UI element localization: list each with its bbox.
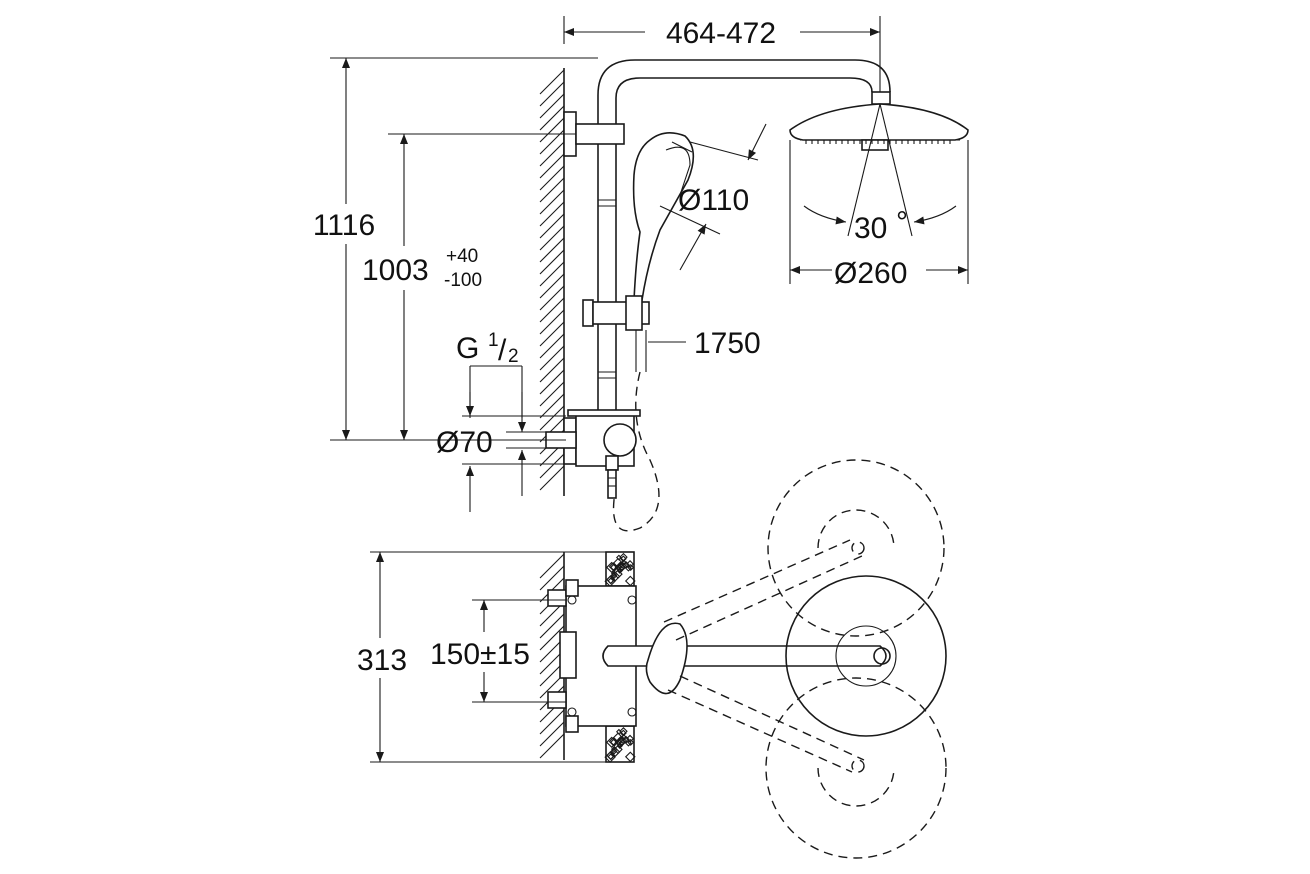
head-shower-top-view bbox=[785, 575, 947, 737]
hatch-line bbox=[539, 721, 565, 747]
side-view: 464-472 1116 1003 +40 -100 Ø110 bbox=[304, 16, 969, 532]
hatch-line bbox=[539, 381, 565, 407]
dim-spray-angle bbox=[803, 103, 957, 237]
stone-mark bbox=[624, 575, 636, 587]
shower-slider bbox=[582, 295, 650, 372]
hatch-line bbox=[539, 165, 565, 191]
dim-rail-tol-plus: +40 bbox=[446, 246, 478, 267]
stone-mark bbox=[609, 746, 621, 758]
swing-position-upper bbox=[663, 459, 945, 641]
dim-thread bbox=[466, 365, 526, 432]
stone-mark bbox=[609, 571, 621, 582]
dim-label-width-span: 464-472 bbox=[666, 17, 776, 50]
dim-label-rail-height: 1003 bbox=[362, 254, 429, 287]
dim-head-shower bbox=[789, 140, 969, 284]
stone-mark bbox=[625, 734, 635, 743]
hatch-line bbox=[539, 297, 565, 323]
stone-mark bbox=[613, 569, 623, 579]
dim-label-spray-angle: 30 bbox=[854, 212, 887, 245]
dim-flange bbox=[462, 415, 566, 512]
hatch-line bbox=[539, 225, 565, 251]
hatch-line bbox=[539, 709, 565, 735]
stone-mark bbox=[615, 738, 623, 746]
hatch-line bbox=[539, 81, 565, 107]
hatch-line bbox=[539, 201, 565, 227]
hatch-line bbox=[539, 249, 565, 275]
tile-block-bottom bbox=[604, 725, 636, 763]
dim-label-hand-shower: Ø110 bbox=[678, 184, 749, 217]
dim-width-span bbox=[563, 16, 881, 92]
head-shower bbox=[789, 91, 969, 151]
stone-mark bbox=[625, 560, 635, 569]
hatch-line bbox=[539, 465, 565, 491]
hatch-line bbox=[539, 393, 565, 419]
stone-mark bbox=[607, 753, 615, 761]
dim-thread-slash: / bbox=[498, 334, 507, 367]
riser-pipe bbox=[597, 59, 891, 412]
dim-rail-tol-minus: -100 bbox=[444, 270, 482, 291]
dim-thread-num: 1 bbox=[488, 330, 499, 351]
hatch-line bbox=[539, 733, 565, 759]
top-view: 313 150±15 bbox=[350, 459, 947, 859]
stone-mark bbox=[622, 561, 630, 569]
hatch-line bbox=[539, 357, 565, 383]
stone-mark bbox=[622, 735, 630, 744]
hatch-line bbox=[539, 613, 565, 639]
dim-total-height bbox=[330, 57, 598, 441]
stone-mark bbox=[624, 564, 632, 572]
stone-mark bbox=[619, 552, 628, 562]
stone-mark bbox=[624, 739, 632, 747]
hatch-line bbox=[539, 141, 565, 167]
stone-mark bbox=[607, 577, 615, 585]
hatch-line bbox=[539, 93, 565, 119]
hatch-line bbox=[539, 117, 565, 143]
hatch-line bbox=[539, 69, 565, 95]
hatch-line bbox=[539, 177, 565, 203]
hatch-line bbox=[539, 345, 565, 371]
hatch-line bbox=[539, 333, 565, 359]
hatch-line bbox=[539, 213, 565, 239]
hatch-line bbox=[539, 405, 565, 431]
dim-label-total-height: 1116 bbox=[313, 209, 375, 242]
dim-label-head-shower: Ø260 bbox=[834, 257, 907, 290]
hatch-line bbox=[539, 285, 565, 311]
stone-mark bbox=[615, 554, 622, 561]
stone-mark bbox=[613, 744, 623, 755]
stone-mark bbox=[615, 728, 622, 735]
hatch-line bbox=[539, 273, 565, 299]
dim-label-flange: Ø70 bbox=[436, 426, 493, 459]
stone-mark bbox=[619, 729, 627, 737]
swing-position-lower bbox=[667, 675, 947, 859]
stone-mark bbox=[619, 727, 628, 736]
dim-label-inlet-centers: 150±15 bbox=[430, 638, 530, 671]
hatch-line bbox=[539, 309, 565, 335]
dim-label-projection: 313 bbox=[357, 644, 407, 677]
dim-degree-mark: ° bbox=[896, 206, 908, 239]
hatch-line bbox=[539, 565, 565, 591]
dim-thread-den: 2 bbox=[508, 346, 519, 367]
hatch-line bbox=[539, 453, 565, 479]
hatch-line bbox=[539, 105, 565, 131]
hatch-line bbox=[539, 321, 565, 347]
hatch-line bbox=[539, 189, 565, 215]
dim-hand-shower bbox=[659, 123, 767, 271]
shower-arm-top-view bbox=[602, 622, 891, 695]
stone-mark bbox=[619, 555, 627, 563]
hatch-line bbox=[539, 625, 565, 651]
thermostat-mixer bbox=[545, 409, 641, 499]
hatch-line bbox=[539, 417, 565, 443]
dim-label-hose-length: 1750 bbox=[694, 327, 761, 360]
stone-mark bbox=[624, 751, 636, 763]
hatch-line bbox=[539, 369, 565, 395]
hatch-line bbox=[539, 237, 565, 263]
hatch-line bbox=[539, 153, 565, 179]
hatch-line bbox=[539, 261, 565, 287]
dim-inlet-centers bbox=[472, 599, 566, 703]
stone-mark bbox=[615, 563, 623, 571]
tile-block-top bbox=[604, 551, 636, 587]
dim-label-thread: G bbox=[456, 332, 479, 365]
hatch-line bbox=[539, 553, 565, 579]
